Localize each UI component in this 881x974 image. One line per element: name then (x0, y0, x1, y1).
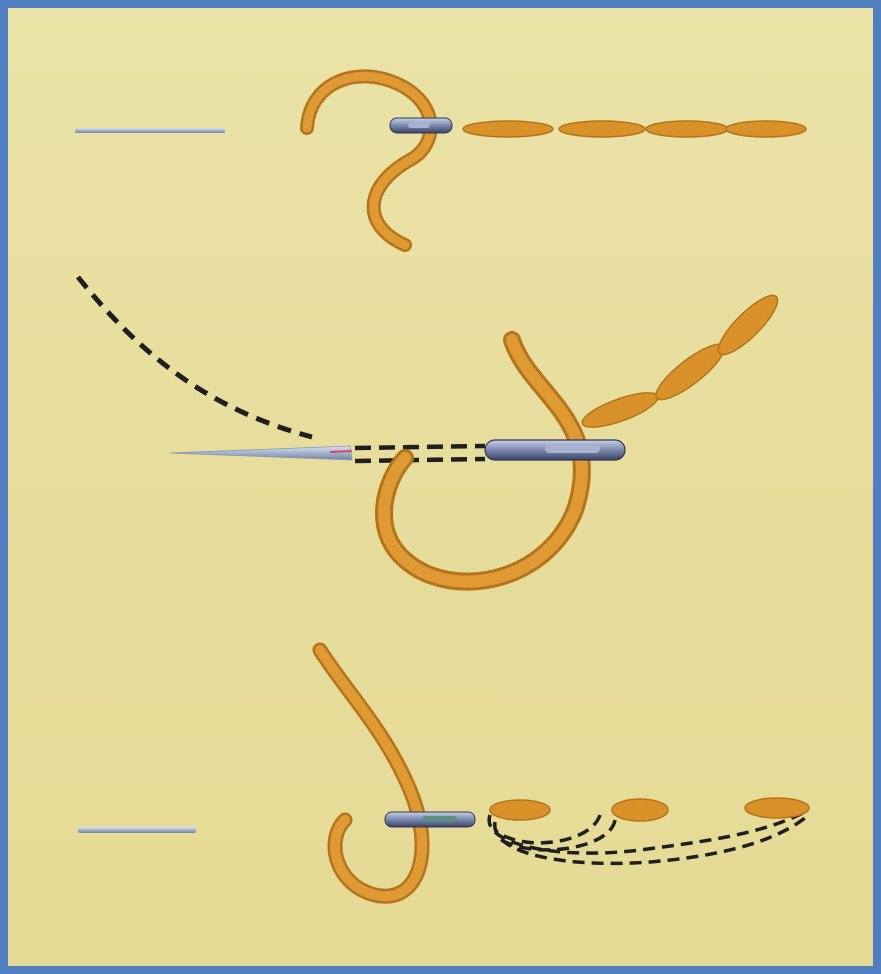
thread-loop-3 (320, 650, 422, 896)
needle-eye-2 (485, 440, 625, 460)
step-2 (78, 277, 785, 582)
dashed-thread-path-2 (78, 277, 312, 437)
needle-eye-3 (385, 812, 475, 827)
needle-icon (170, 446, 352, 460)
step-1 (75, 76, 806, 245)
running-stitches-1 (463, 121, 806, 137)
step-3 (78, 650, 809, 896)
needle-icon (78, 827, 196, 833)
running-stitches-3 (490, 798, 809, 821)
running-stitches-2 (579, 288, 785, 434)
thread-loop-1 (307, 76, 431, 245)
dashed-thread-lines-2 (355, 446, 485, 461)
needle-icon (75, 128, 225, 133)
needle-eye-1 (390, 118, 452, 133)
stitch-diagram (8, 8, 873, 966)
